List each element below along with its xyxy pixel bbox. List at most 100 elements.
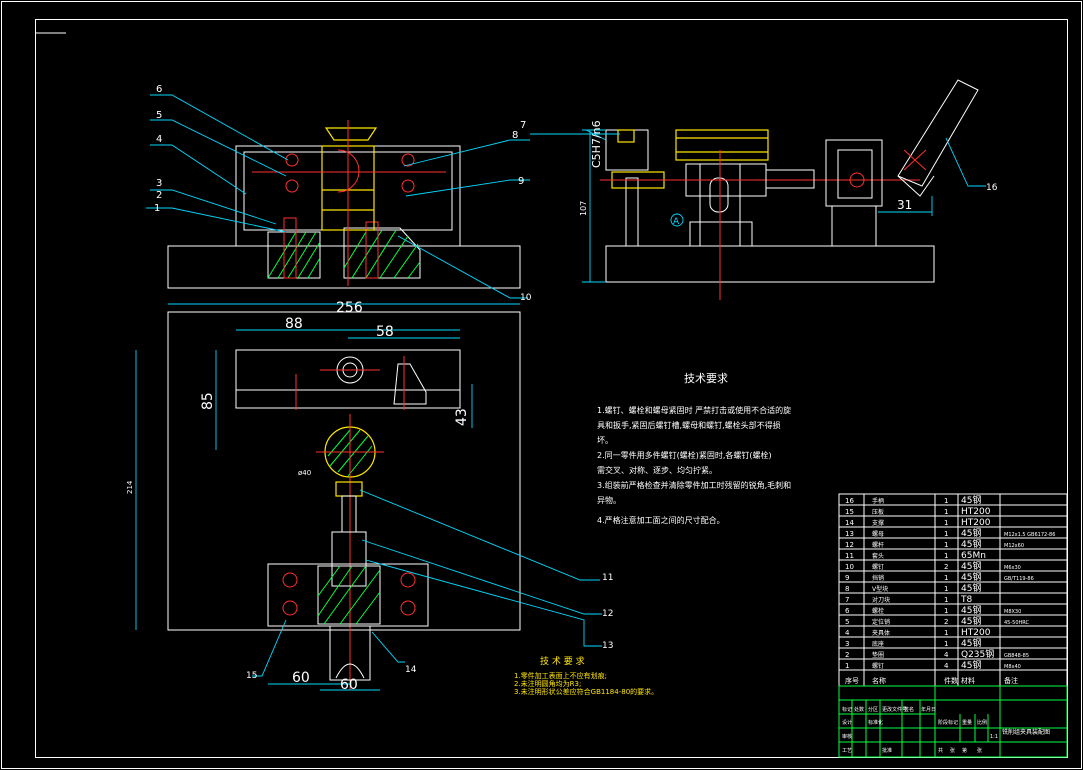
part-label-10: 10 bbox=[520, 293, 532, 303]
tech-req-line: 2.同一零件用多件螺钉(螺栓)紧固时,各螺钉(螺栓) bbox=[597, 450, 772, 460]
tb-cell: 标记 bbox=[842, 706, 852, 713]
bom-cell-mat: Q235钢 bbox=[961, 648, 994, 660]
bom-cell-no: 3 bbox=[845, 640, 849, 648]
part-label-1: 1 bbox=[154, 203, 160, 214]
bom-cell-name: 夹具体 bbox=[872, 629, 890, 637]
part-label-11: 11 bbox=[602, 573, 613, 583]
tech-requirements-main: 技术要求 1.螺钉、螺栓和螺母紧固时 严禁打击或使用不合适的旋 具和扳手,紧固后… bbox=[597, 372, 791, 525]
tb-cell: 签名 bbox=[904, 706, 914, 713]
bom-cell-no: 10 bbox=[845, 563, 854, 571]
tb-cell: 共 bbox=[938, 747, 943, 754]
section-view-labels: 6 5 4 3 2 1 8 9 10 bbox=[154, 84, 532, 303]
tech-req-line: 1.螺钉、螺栓和螺母紧固时 严禁打击或使用不合适的旋 bbox=[597, 405, 791, 415]
clamp-top-yellow bbox=[324, 127, 378, 141]
bom-cell-qty: 4 bbox=[944, 662, 949, 670]
bom-cell-mat: 65Mn bbox=[961, 551, 986, 561]
screw-head bbox=[401, 153, 415, 167]
tb-cell: 1:1 bbox=[990, 734, 998, 740]
tb-cell: 阶段标记 bbox=[938, 719, 958, 726]
plan-hatch bbox=[317, 565, 381, 625]
bom-cell-no: 13 bbox=[845, 530, 854, 538]
tb-cell: 批准 bbox=[882, 747, 892, 754]
bom-cell-name: 螺母 bbox=[872, 530, 884, 538]
dim-88: 88 bbox=[285, 316, 303, 332]
bom-cell-name: V型块 bbox=[872, 585, 888, 593]
bom-cell-no: 12 bbox=[845, 541, 854, 549]
bom-cell-no: 7 bbox=[845, 596, 849, 604]
bom-cell-qty: 1 bbox=[944, 629, 948, 637]
part-label-12: 12 bbox=[602, 609, 613, 619]
bom-cell-mat: 45钢 bbox=[961, 615, 981, 627]
tb-cell: 张 bbox=[950, 747, 955, 754]
bom-cell-mat: 45钢 bbox=[961, 604, 981, 616]
bom-cell-qty: 2 bbox=[944, 618, 948, 626]
inner-drawing-frame bbox=[35, 19, 1068, 758]
screw-head bbox=[285, 179, 299, 193]
bom-cell-qty: 1 bbox=[944, 607, 948, 615]
bom-cell-mat: HT200 bbox=[961, 518, 991, 528]
bom-cell-name: 套头 bbox=[872, 552, 884, 560]
bom-cell-qty: 1 bbox=[944, 530, 948, 538]
bom-cell-note: 45-50HRC bbox=[1004, 620, 1030, 626]
bom-cell-qty: 1 bbox=[944, 640, 948, 648]
tech-req-line: 需交叉、对称、逐步、均匀拧紧。 bbox=[597, 465, 717, 475]
bom-cell-mat: 45钢 bbox=[961, 571, 981, 583]
workpiece-side-yellow bbox=[675, 129, 769, 161]
dim-58: 58 bbox=[376, 324, 394, 340]
section-hatch-right bbox=[343, 227, 421, 279]
bom-cell-name: 底座 bbox=[872, 640, 884, 648]
tb-cell: 审核 bbox=[842, 733, 852, 740]
bom-cell-mat: T8 bbox=[960, 595, 972, 605]
bolt-right bbox=[365, 221, 379, 279]
tb-cell: 设计 bbox=[842, 719, 852, 726]
nut-13 bbox=[331, 531, 367, 587]
bom-cell-no: 4 bbox=[845, 629, 850, 637]
bom-cell-no: 1 bbox=[845, 662, 849, 670]
bom-cell-qty: 1 bbox=[944, 497, 948, 505]
bom-cell-no: 5 bbox=[845, 618, 849, 626]
part-label-13: 13 bbox=[602, 641, 613, 651]
bom-cell-qty: 1 bbox=[944, 519, 948, 527]
bom-cell-name: 压板 bbox=[872, 508, 884, 516]
tech-req-small-line: 1.零件加工表面上不应有划痕; bbox=[514, 671, 607, 680]
bom-header-note: 备注 bbox=[1004, 676, 1018, 685]
bom-cell-note: M8x40 bbox=[1004, 664, 1021, 670]
bom-cell-no: 8 bbox=[845, 585, 849, 593]
bom-cell-name: 支撑 bbox=[872, 519, 884, 527]
bom-cell-name: 螺钉 bbox=[872, 662, 884, 670]
tb-cell: 处数 bbox=[854, 706, 864, 713]
part-label-9: 9 bbox=[518, 176, 524, 187]
dim-60b: 60 bbox=[340, 677, 358, 693]
bom-cell-qty: 1 bbox=[944, 574, 948, 582]
screw-head bbox=[285, 153, 299, 167]
part-label-6: 6 bbox=[156, 84, 162, 95]
dim-31: 31 bbox=[897, 198, 912, 212]
plan-view bbox=[135, 303, 602, 691]
bom-cell-name: 螺杆 bbox=[872, 541, 884, 549]
bom-cell-mat: 45钢 bbox=[961, 527, 981, 539]
bom-cell-mat: 45钢 bbox=[961, 637, 981, 649]
part-label-16: 16 bbox=[986, 183, 998, 193]
bom-cell-qty: 1 bbox=[944, 552, 948, 560]
part-label-2: 2 bbox=[156, 190, 162, 201]
bom-header-name: 名称 bbox=[872, 676, 886, 685]
side-base bbox=[605, 245, 935, 283]
bolt-left bbox=[283, 217, 297, 279]
tech-req-small-title: 技 术 要 求 bbox=[540, 655, 585, 667]
bom-cell-name: 手柄 bbox=[872, 497, 884, 505]
bom-cell-note: M12x1.5 GB6172-86 bbox=[1004, 532, 1055, 538]
part-label-4: 4 bbox=[156, 134, 162, 145]
title-block: 铣削组夹具装配图 标记 处数 分区 更改文件号 签名 年月日 设计 标准化 阶段… bbox=[838, 685, 1068, 758]
bom-cell-note: GB848-85 bbox=[1004, 653, 1029, 659]
section-hatch-left bbox=[267, 231, 321, 279]
cutter-setting-block bbox=[605, 129, 649, 171]
tech-req-line: 4.严格注意加工面之间的尺寸配合。 bbox=[597, 515, 725, 525]
tech-req-small-line: 2.未注明圆角均为R3; bbox=[514, 679, 581, 688]
bom-cell-no: 16 bbox=[845, 497, 854, 505]
bom-header-mat: 材料 bbox=[961, 676, 975, 685]
bom-header-qty: 件数 bbox=[944, 676, 958, 685]
bom-cell-name: 螺钉 bbox=[872, 563, 884, 571]
